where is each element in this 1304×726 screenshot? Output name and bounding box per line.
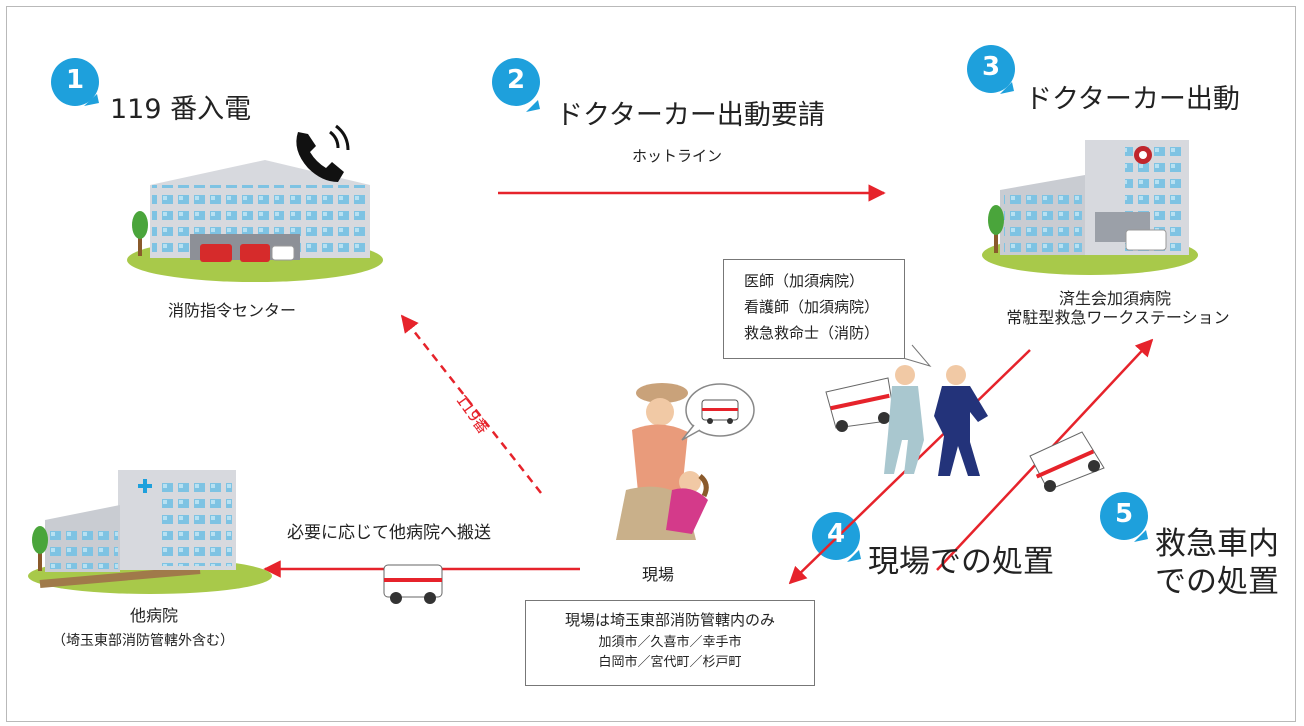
step-5-number: 5	[1115, 499, 1134, 529]
area-box-title: 現場は埼玉東部消防管轄内のみ	[564, 611, 775, 629]
kazo-hospital-building	[982, 140, 1198, 275]
fire-command-center-building	[127, 160, 383, 282]
staff-nurse: 看護師（加須病院）	[744, 298, 880, 316]
hospital-name-label: 済生会加須病院	[1058, 289, 1171, 308]
step-4-badge	[812, 512, 861, 562]
step-4-title: 現場での処置	[868, 544, 1054, 580]
area-box-line1: 加須市／久喜市／幸手市	[598, 635, 742, 650]
ambulance-icon	[701, 399, 739, 424]
paramedics-running	[884, 365, 988, 476]
scene-mother-child-illustration	[616, 383, 709, 540]
step-3-badge	[967, 45, 1015, 94]
parked-ambulance	[825, 377, 896, 432]
call-119-arrow	[400, 314, 542, 494]
step-1-number: 1	[66, 65, 85, 95]
step-2-number: 2	[507, 65, 526, 95]
fire-center-label: 消防指令センター	[168, 301, 297, 320]
phone-ringing-icon	[296, 124, 350, 182]
staff-box-tail	[902, 344, 932, 367]
area-box: 現場は埼玉東部消防管轄内のみ 加須市／久喜市／幸手市 白岡市／宮代町／杉戸町	[525, 600, 815, 686]
step-5-badge	[1100, 492, 1148, 542]
step-1-title: 119 番入電	[110, 94, 252, 125]
other-hospital-note: （埼玉東部消防管轄外含む）	[52, 633, 234, 649]
staff-paramedic: 救急救命士（消防）	[744, 324, 880, 342]
step-3-number: 3	[982, 52, 1001, 82]
step-3-title: ドクターカー出動	[1025, 84, 1240, 115]
moving-ambulance	[1029, 431, 1105, 492]
step-2-badge	[492, 58, 540, 112]
hotline-label: ホットライン	[632, 147, 723, 165]
other-hospital-building	[28, 470, 272, 594]
step-5-title-line2: での処置	[1155, 564, 1279, 600]
transfer-ambulance	[383, 564, 443, 604]
step-4-number: 4	[827, 519, 846, 549]
hospital-station-label: 常駐型救急ワークステーション	[1006, 308, 1230, 327]
diagram-frame	[6, 6, 1296, 722]
staff-box: 医師（加須病院） 看護師（加須病院） 救急救命士（消防）	[723, 259, 905, 359]
step-2-title: ドクターカー出動要請	[556, 100, 825, 131]
other-hospital-label: 他病院	[130, 606, 179, 625]
transfer-label: 必要に応じて他病院へ搬送	[287, 523, 491, 543]
step-5-title-line1: 救急車内	[1155, 526, 1279, 562]
medical-cross-icon	[138, 479, 152, 493]
scene-label: 現場	[642, 565, 675, 584]
area-box-line2: 白岡市／宮代町／杉戸町	[598, 655, 742, 670]
staff-doctor: 医師（加須病院）	[744, 272, 865, 290]
hospital-emblem-icon	[1134, 146, 1152, 164]
step-1-badge	[51, 58, 99, 106]
